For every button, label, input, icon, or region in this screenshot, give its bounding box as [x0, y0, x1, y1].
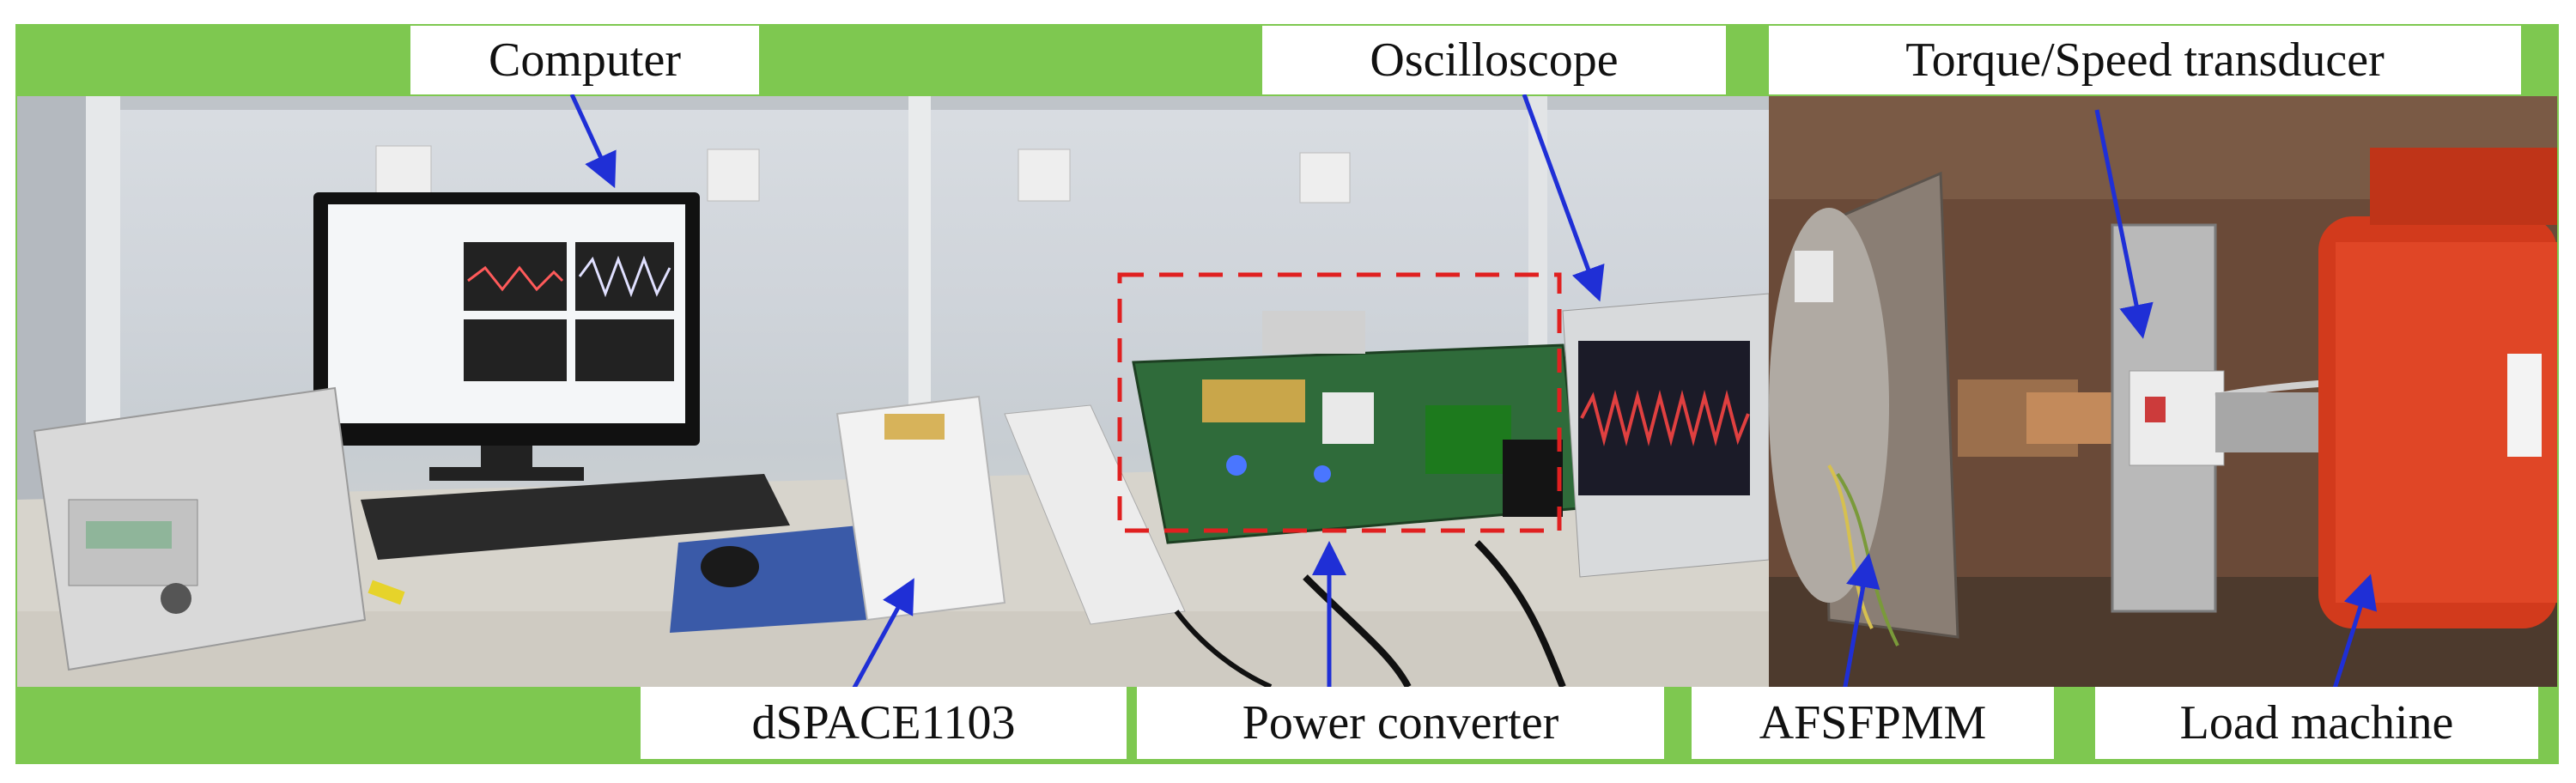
computer-arrow	[569, 93, 617, 189]
oscilloscope-arrow	[1522, 94, 1605, 302]
afsfpmm-label: AFSFPMM	[1692, 687, 2054, 759]
afsfpmm-arrow	[1842, 553, 1880, 692]
dspace-arrow	[848, 578, 914, 697]
torque-speed-arrow	[2094, 109, 2154, 339]
lab-bench-photo	[17, 96, 1769, 687]
torque-speed-transducer-label: Torque/Speed transducer	[1769, 26, 2521, 94]
load-machine-label: Load machine	[2095, 687, 2538, 759]
machine-rig-illustration	[1769, 96, 2557, 687]
power-converter-highlight-box	[1117, 272, 1562, 533]
oscilloscope-label: Oscilloscope	[1262, 26, 1726, 94]
power-converter-label: Power converter	[1137, 687, 1664, 759]
machine-test-rig-photo	[1769, 96, 2557, 687]
dspace1103-label: dSPACE1103	[641, 687, 1127, 759]
load-machine-arrow	[2331, 574, 2378, 692]
computer-label: Computer	[410, 26, 759, 94]
